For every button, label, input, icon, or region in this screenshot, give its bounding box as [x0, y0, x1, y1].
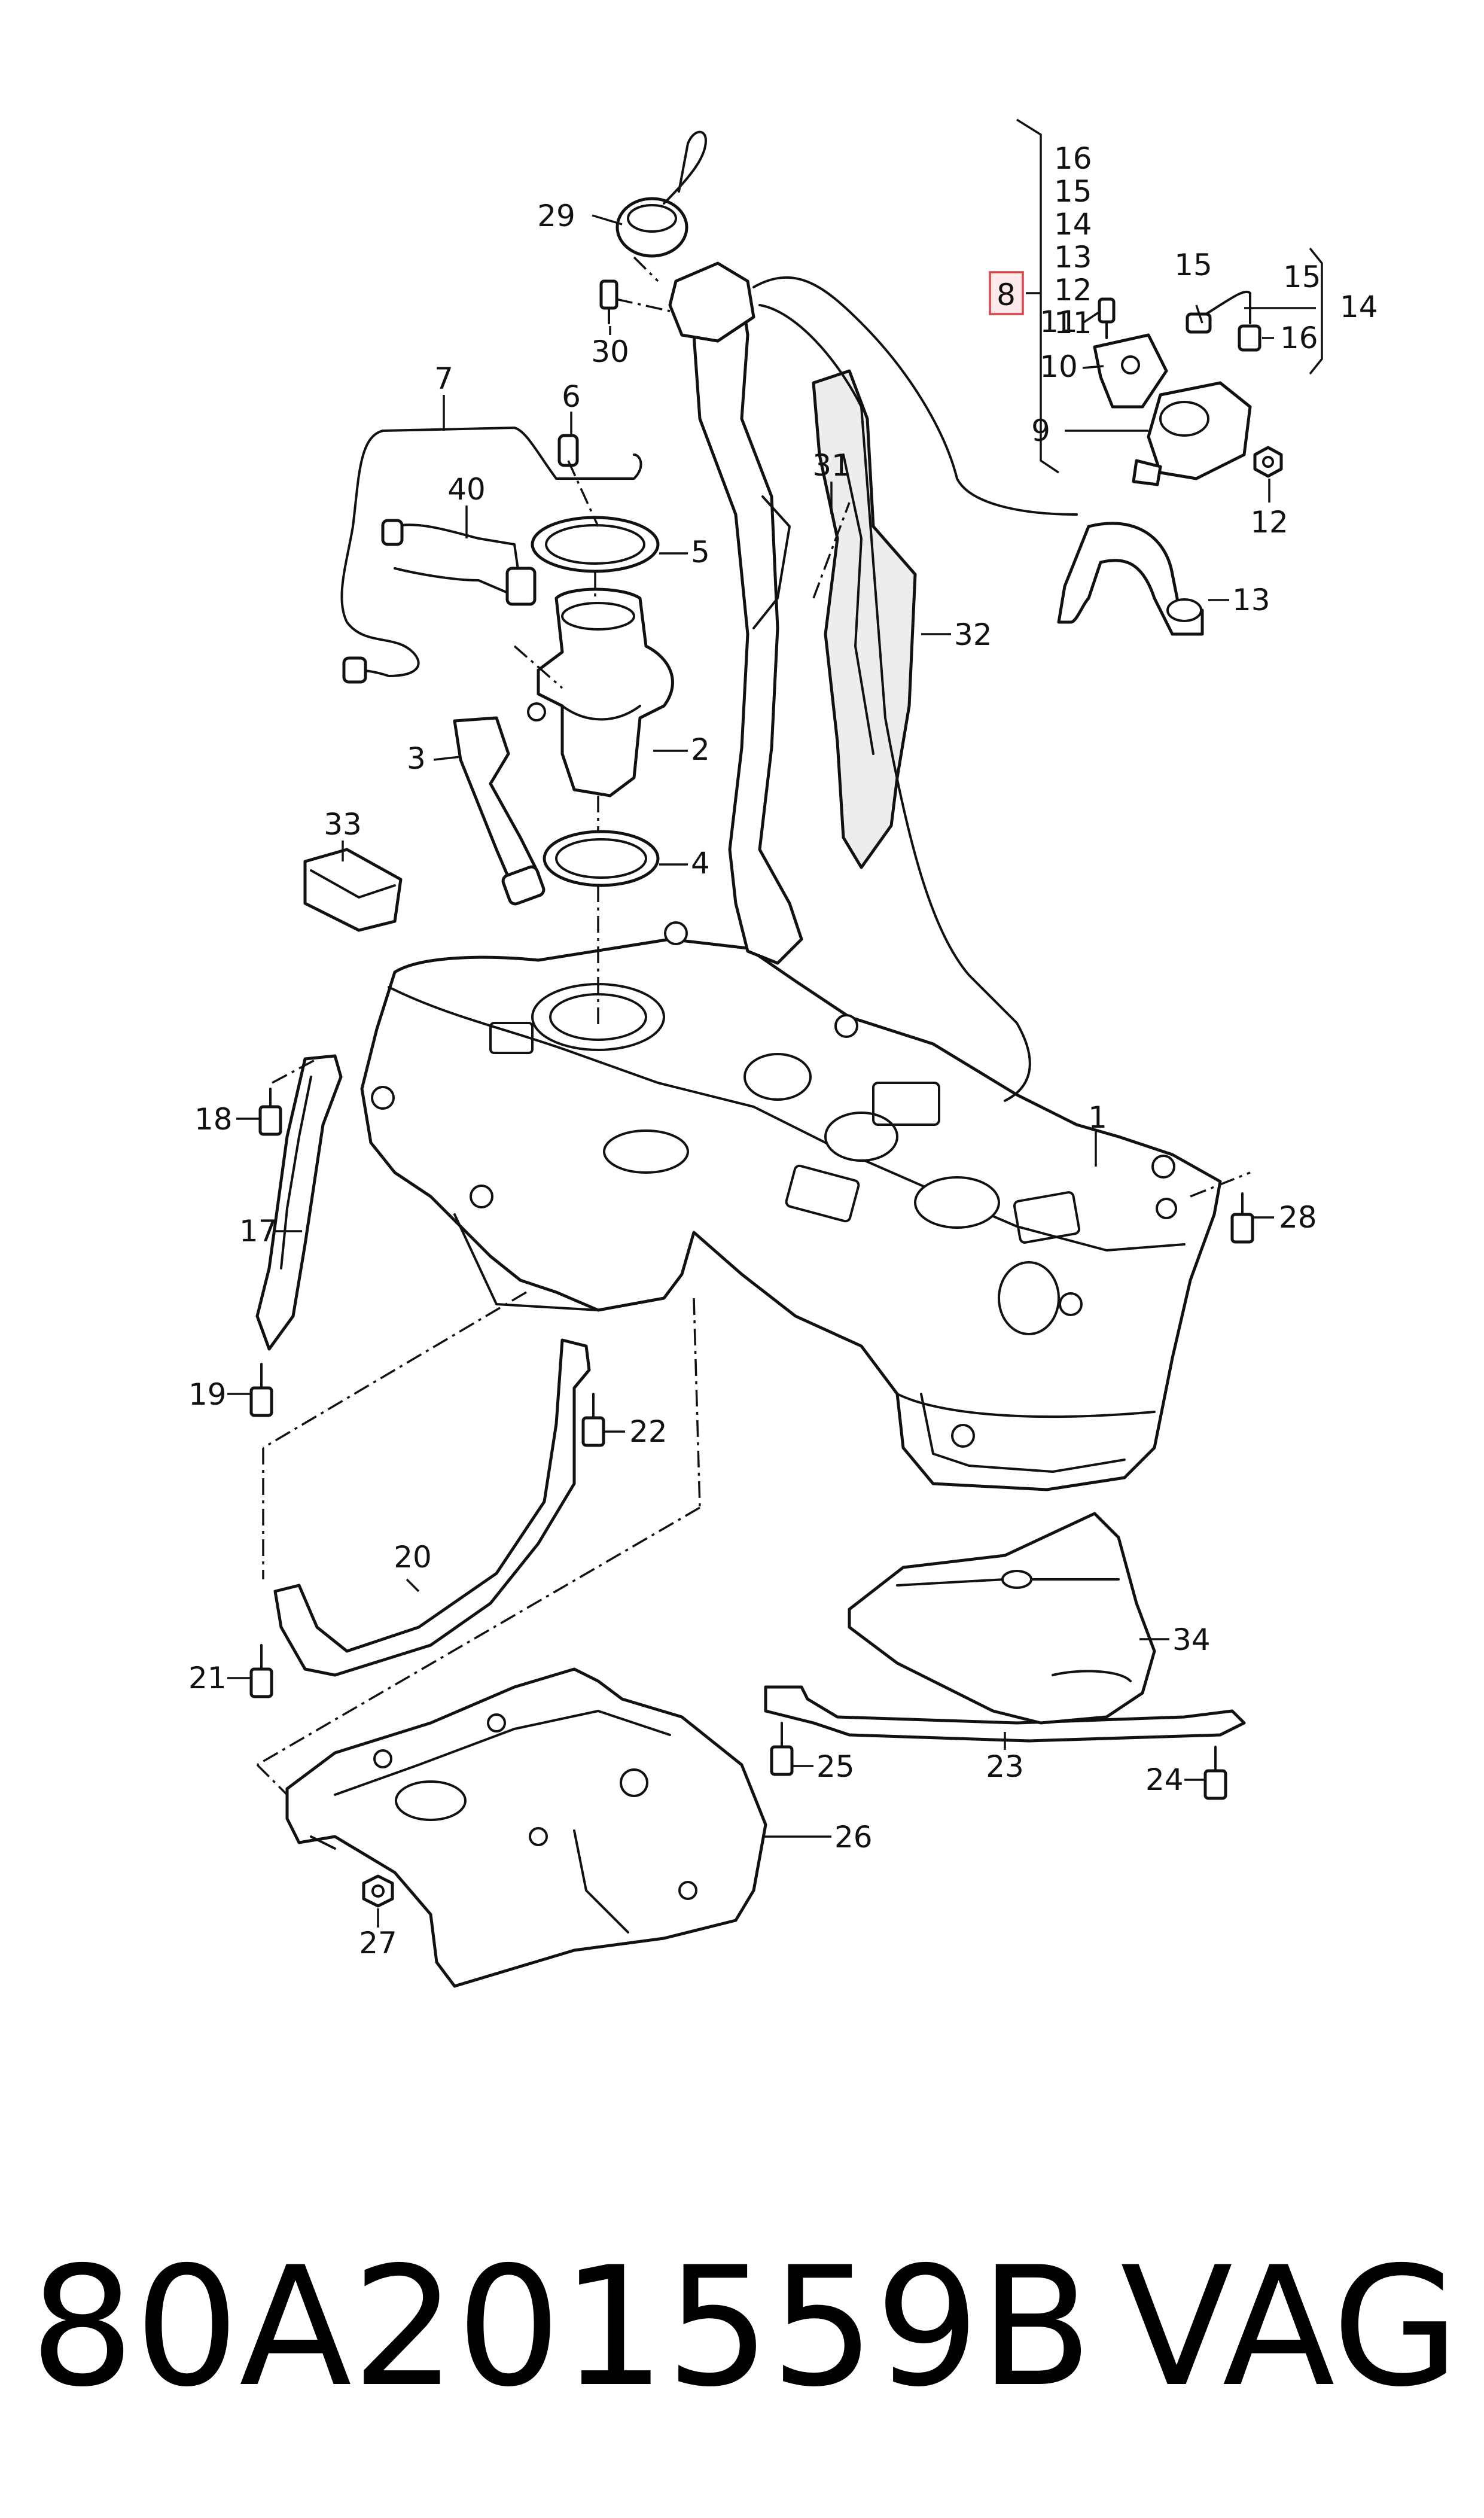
heat-shield-26: [285, 1667, 767, 1988]
callout-15: 15: [1174, 248, 1212, 282]
callout-20: 20: [394, 1540, 432, 1575]
callout-14: 14: [1340, 290, 1378, 324]
seal-ring-4: [543, 830, 660, 887]
fuel-tank: [360, 921, 1222, 1491]
callout-11-label: 11: [1040, 305, 1078, 339]
group-8-item-12: 12: [1054, 273, 1092, 307]
leader-lines: [227, 118, 1323, 1928]
callout-18: 18: [194, 1102, 233, 1137]
callout-17: 17: [239, 1214, 278, 1249]
vent-line: [752, 276, 1078, 1102]
wiring-harness-40: [394, 523, 522, 599]
callout-19: 19: [188, 1377, 227, 1412]
filler-pipe: [686, 279, 917, 965]
callout-16: 16: [1280, 321, 1318, 355]
part-number: 80A201559B: [30, 2231, 1093, 2423]
group-8-item-11: 11: [1054, 306, 1092, 340]
callout-labels: 1 2 3 4 5 6 7 8 9 10 11 12 13 14 15 15 1…: [188, 199, 1378, 1960]
bolt-21: [249, 1644, 273, 1698]
group-8-item-14: 14: [1054, 207, 1092, 242]
callout-9: 9: [1031, 413, 1050, 448]
lock-ring-5: [531, 516, 660, 573]
group-8-item-15: 15: [1054, 174, 1092, 209]
bolt-24: [1203, 1746, 1227, 1800]
connector-40b: [505, 567, 537, 606]
group-8-list: 16 15 14 13 12 11: [1054, 141, 1092, 340]
brand-label: VAG: [1120, 2231, 1459, 2423]
callout-25: 25: [816, 1749, 855, 1784]
fuel-pump-2: [527, 587, 674, 797]
callout-5: 5: [691, 535, 710, 570]
callout-21: 21: [188, 1661, 227, 1695]
heat-shield-34: [848, 1512, 1156, 1725]
callout-23: 23: [986, 1749, 1024, 1784]
strap-23: [764, 1685, 1246, 1743]
callout-13: 13: [1232, 583, 1270, 617]
group-8-item-13: 13: [1054, 240, 1092, 275]
callout-3: 3: [407, 741, 426, 776]
clip-16: [1238, 324, 1261, 352]
callout-4: 4: [691, 846, 710, 881]
nut-27: [362, 1874, 394, 1908]
nut-12: [1253, 446, 1283, 478]
bolt-25: [770, 1722, 794, 1776]
callout-2: 2: [691, 732, 710, 767]
level-sender-3: [453, 716, 546, 906]
callout-1: 1: [1088, 1100, 1107, 1135]
callout-6: 6: [562, 379, 581, 414]
callout-28: 28: [1279, 1200, 1317, 1235]
connector-40: [381, 519, 404, 546]
callout-10: 10: [1040, 349, 1078, 384]
callout-8-highlight: [989, 271, 1024, 315]
callout-15-right: 15: [1283, 260, 1321, 294]
strap-20: [273, 1338, 591, 1677]
bolt-22: [581, 1393, 605, 1447]
hose-13: [1057, 522, 1204, 636]
connector-7: [342, 656, 367, 684]
bolt-28: [1230, 1192, 1254, 1244]
callout-30: 30: [591, 334, 629, 369]
callout-40: 40: [447, 472, 486, 507]
wiring-harness-7: [340, 427, 642, 677]
callout-34: 34: [1172, 1622, 1211, 1657]
callout-33: 33: [324, 807, 362, 842]
callout-26: 26: [834, 1820, 873, 1855]
callout-31: 31: [812, 448, 851, 483]
callout-29: 29: [537, 199, 575, 233]
part-15: [1186, 312, 1212, 334]
group-8-item-16: 16: [1054, 141, 1092, 176]
bracket-10: [1093, 333, 1168, 409]
bolt-30: [599, 279, 618, 324]
filler-cap: [615, 130, 755, 343]
callout-7: 7: [434, 361, 453, 396]
callout-22: 22: [629, 1414, 668, 1449]
callout-32: 32: [954, 617, 992, 652]
callout-24: 24: [1145, 1762, 1184, 1797]
callout-8: 8: [997, 278, 1016, 312]
assembly-lines: [256, 256, 1251, 1796]
callout-12: 12: [1250, 505, 1288, 540]
strap-17: [255, 1054, 343, 1351]
clip-6: [557, 434, 579, 467]
evap-valve-9: [1132, 381, 1252, 486]
bolt-19: [249, 1363, 273, 1417]
callout-27: 27: [359, 1926, 397, 1960]
bolt-11: [1098, 297, 1116, 339]
control-unit-33: [303, 848, 403, 932]
bolt-18: [258, 1088, 282, 1136]
